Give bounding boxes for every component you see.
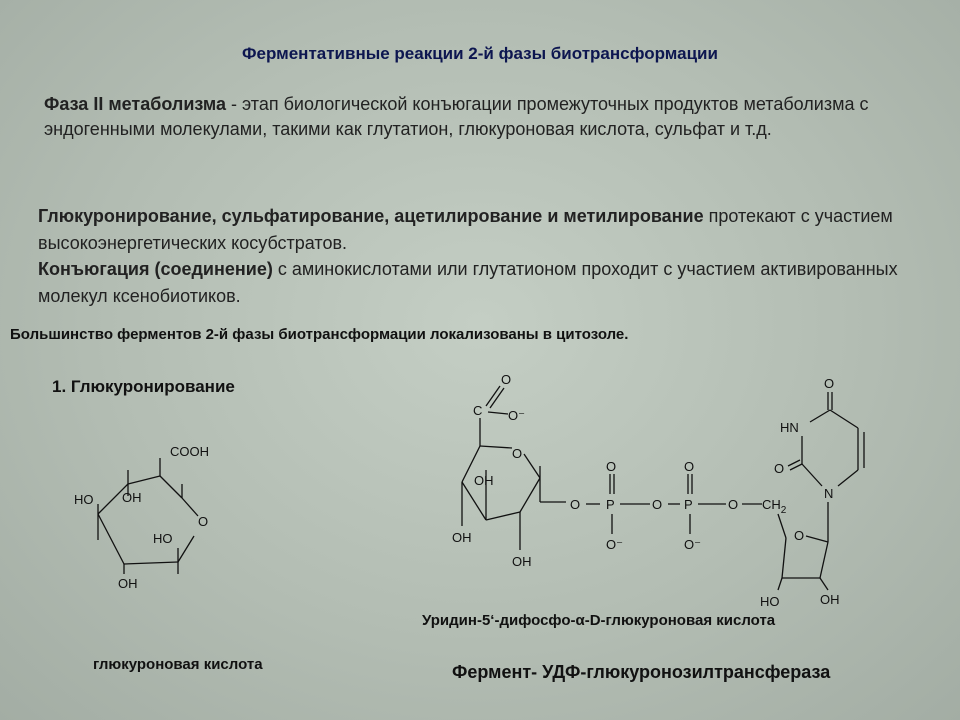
glucuronic-acid-caption: глюкуроновая кислота xyxy=(93,656,263,673)
ribose-oxygen-label: O xyxy=(794,528,804,543)
uracil-oxygen-left-label: O xyxy=(774,461,784,476)
reactions-paragraph: Глюкуронирование, сульфатирование, ацети… xyxy=(38,203,918,309)
enzyme-label: Фермент- УДФ-глюкуронозилтрансфераза xyxy=(452,662,831,682)
sugar-oh1-label: OH xyxy=(474,473,494,488)
oh-top-label: OH xyxy=(122,490,142,505)
ring-oxygen-label: O xyxy=(198,514,208,529)
link-oxygen-2-label: O xyxy=(652,497,662,512)
uracil-oxygen-top-label: O xyxy=(824,376,834,391)
ribose-ho-label: HO xyxy=(760,594,780,609)
section-heading: 1. Глюкуронирование xyxy=(52,377,235,396)
udp-glucuronic-acid-structure: O C O⁻ O OH OH OH O P O P O CH2 O O⁻ O O… xyxy=(452,372,865,609)
uracil-nitrogen-label: N xyxy=(824,486,833,501)
definition-text: - этап биологической конъюгации промежут… xyxy=(44,94,869,139)
carboxylate-label: O⁻ xyxy=(508,408,525,423)
phosphate2-bottom-oxygen-label: O⁻ xyxy=(684,537,701,552)
reactions-text: протекают с участием высокоэнергетически… xyxy=(38,206,893,253)
reactions-term: Глюкуронирование, сульфатирование, ацети… xyxy=(38,206,704,226)
definition-term: Фаза II метаболизма xyxy=(44,94,226,114)
phosphate1-top-oxygen-label: O xyxy=(606,459,616,474)
conjugation-text: с аминокислотами или глутатионом проходи… xyxy=(38,259,898,306)
sugar-oh2-label: OH xyxy=(452,530,472,545)
sugar-ring-oxygen-label: O xyxy=(512,446,522,461)
phosphate1-bottom-oxygen-label: O⁻ xyxy=(606,537,623,552)
cytosol-note: Большинство ферментов 2-й фазы биотрансф… xyxy=(10,326,629,343)
ho-mid-label: HO xyxy=(153,531,173,546)
ho-label: HO xyxy=(74,492,94,507)
ribose-oh-label: OH xyxy=(820,592,840,607)
carboxyl-carbon-label: C xyxy=(473,403,482,418)
glucuronic-acid-structure: COOH HO OH O HO OH xyxy=(74,444,209,591)
oh-bottom-label: OH xyxy=(118,576,138,591)
udp-glucuronic-acid-caption: Уридин-5‘-дифосфо-α-D-глюкуроновая кисло… xyxy=(422,612,776,629)
phosphorus-1-label: P xyxy=(606,497,615,512)
cooh-label: COOH xyxy=(170,444,209,459)
phosphate2-top-oxygen-label: O xyxy=(684,459,694,474)
link-oxygen-3-label: O xyxy=(728,497,738,512)
sugar-oh3-label: OH xyxy=(512,554,532,569)
slide-title: Ферментативные реакции 2-й фазы биотранс… xyxy=(242,44,718,63)
phosphorus-2-label: P xyxy=(684,497,693,512)
ch2-label: CH2 xyxy=(762,497,787,516)
conjugation-term: Конъюгация (соединение) xyxy=(38,259,273,279)
carbonyl-oxygen-label: O xyxy=(501,372,511,387)
definition-paragraph: Фаза II метаболизма - этап биологической… xyxy=(44,92,904,142)
link-oxygen-1-label: O xyxy=(570,497,580,512)
uracil-hn-label: HN xyxy=(780,420,799,435)
